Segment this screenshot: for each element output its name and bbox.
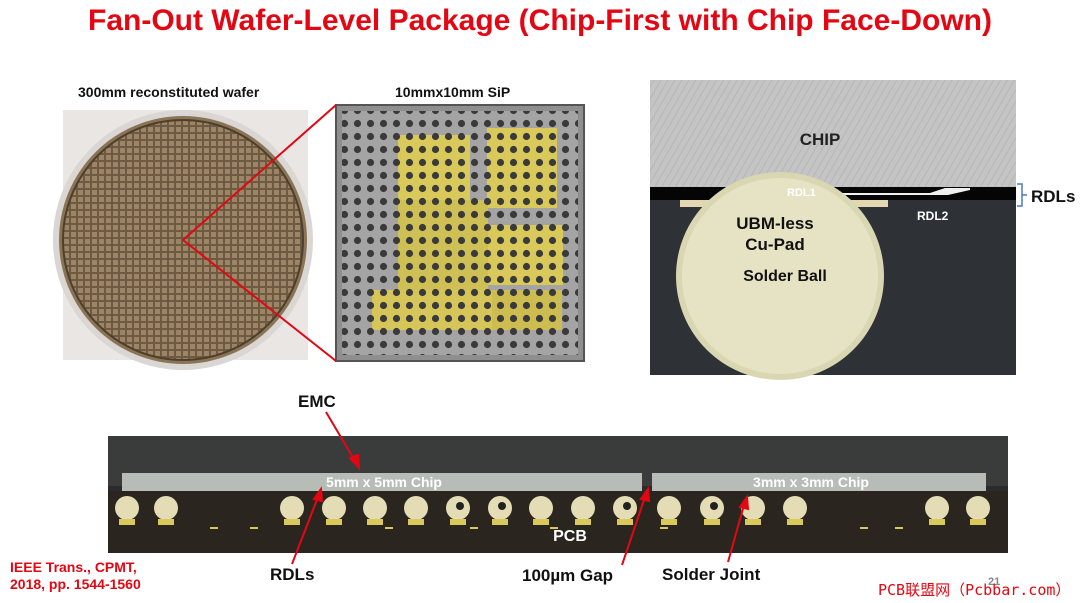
pcb-pad [119, 519, 135, 525]
pcb-trace [895, 527, 903, 529]
solder-joint [322, 496, 346, 520]
chip2-label: 3mm x 3mm Chip [753, 474, 869, 490]
chip1-label: 5mm x 5mm Chip [326, 474, 442, 490]
solder-joint [404, 496, 428, 520]
pcb-trace [660, 527, 668, 529]
solder-joint [280, 496, 304, 520]
pcb-pad [745, 519, 761, 525]
wafer-label: 300mm reconstituted wafer [78, 84, 260, 100]
pcb-trace [550, 527, 558, 529]
solder-joint-label: Solder Joint [662, 565, 761, 584]
rdl1-label: RDL1 [787, 187, 816, 199]
ubm-less-label: UBM-less [736, 214, 813, 233]
pcb-pad [158, 519, 174, 525]
solder-joints [115, 496, 990, 525]
citation-line-2: 2018, pp. 1544-1560 [10, 576, 141, 592]
solder-joint [966, 496, 990, 520]
void [623, 502, 631, 510]
slide-title: Fan-Out Wafer-Level Package (Chip-First … [88, 4, 992, 37]
citation: IEEE Trans., CPMT, 2018, pp. 1544-1560 [10, 559, 141, 593]
pcb-trace [385, 527, 393, 529]
void [456, 502, 464, 510]
package-cross-section [108, 436, 1008, 553]
pcb-pad [617, 519, 633, 525]
rdls-label: RDLs [1031, 187, 1075, 206]
zoom-lines [182, 104, 337, 362]
pcb-pad [787, 519, 803, 525]
pcb-label: PCB [553, 528, 587, 545]
solder-joint [154, 496, 178, 520]
watermark: PCB联盟网（Pcbbar.com） [878, 581, 1071, 599]
pcb-traces [210, 527, 903, 529]
pcb-pad [492, 519, 508, 525]
pcb-pad [408, 519, 424, 525]
pcb-pad [970, 519, 986, 525]
pcb-pad [533, 519, 549, 525]
cu-pad-label: Cu-Pad [745, 235, 805, 254]
solder-joint [115, 496, 139, 520]
pcb-pad [326, 519, 342, 525]
cross-section-photo [650, 80, 1016, 380]
solder-joint [571, 496, 595, 520]
pcb-pad [284, 519, 300, 525]
pcb-trace [250, 527, 258, 529]
solder-joint [529, 496, 553, 520]
pcb-trace [860, 527, 868, 529]
pcb-pad [661, 519, 677, 525]
void [498, 502, 506, 510]
emc-label: EMC [298, 392, 336, 411]
pcb-pad [575, 519, 591, 525]
sip-photo [335, 104, 585, 362]
sip-label: 10mmx10mm SiP [395, 84, 511, 100]
annotation-arrows [291, 411, 750, 566]
solder-joint [925, 496, 949, 520]
rdl2-label: RDL2 [917, 209, 949, 223]
solder-joint [363, 496, 387, 520]
rdls-bracket [1017, 183, 1027, 207]
void [710, 502, 718, 510]
pcb-pad [929, 519, 945, 525]
pcb-pad [450, 519, 466, 525]
pcb-trace [470, 527, 478, 529]
rdls-bottom-label: RDLs [270, 565, 315, 584]
solder-joint [783, 496, 807, 520]
chip-label: CHIP [800, 130, 841, 149]
solder-ball-label: Solder Ball [743, 268, 827, 285]
solder-joint [657, 496, 681, 520]
page-number: 21 [988, 576, 1000, 588]
pcb-pad [367, 519, 383, 525]
gap-label: 100µm Gap [522, 566, 614, 585]
pcb-pad [704, 519, 720, 525]
citation-line-1: IEEE Trans., CPMT, [10, 559, 137, 575]
pcb-trace [210, 527, 218, 529]
